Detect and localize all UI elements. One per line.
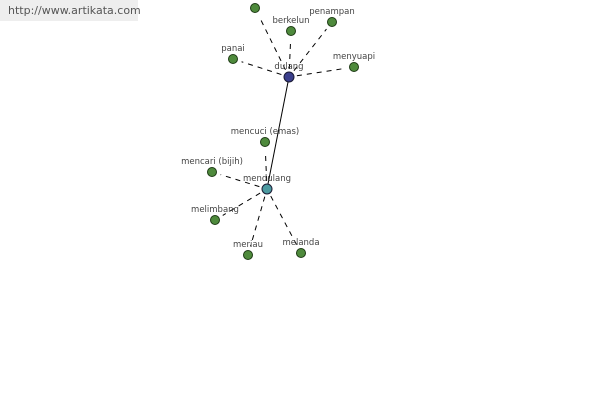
edge-meriau xyxy=(250,196,266,247)
hub-node-mendulang[interactable] xyxy=(261,183,273,195)
site-url-banner[interactable]: http://www.artikata.com xyxy=(0,0,141,21)
node-meriau[interactable] xyxy=(243,250,253,260)
node-label-menyuapi[interactable]: menyuapi xyxy=(333,52,375,62)
node-label-meriau[interactable]: meriau xyxy=(233,240,263,250)
edge-menyuapi xyxy=(296,67,346,77)
node-melimbang[interactable] xyxy=(210,215,220,225)
edge-hub xyxy=(266,76,290,190)
node-menyuapi[interactable] xyxy=(349,62,359,72)
edge-mencari xyxy=(220,174,260,188)
node-label-penampan[interactable]: penampan xyxy=(309,7,355,17)
edge-penampan xyxy=(293,28,327,72)
node-penampan[interactable] xyxy=(327,17,337,27)
node-mencari[interactable] xyxy=(207,167,217,177)
node-mencuci[interactable] xyxy=(260,137,270,147)
node-berkelun[interactable] xyxy=(286,26,296,36)
node-panai[interactable] xyxy=(228,54,238,64)
hub-label-dulang[interactable]: dulang xyxy=(274,62,303,72)
hub-node-dulang[interactable] xyxy=(283,71,295,83)
node-label-berkelun[interactable]: berkelun xyxy=(272,16,309,26)
node-label-panai[interactable]: panai xyxy=(221,44,245,54)
node-label-melimbang[interactable]: melimbang xyxy=(191,205,239,215)
node-label-melanda[interactable]: melanda xyxy=(282,238,319,248)
node-top[interactable] xyxy=(250,3,260,13)
hub-label-mendulang[interactable]: mendulang xyxy=(243,174,291,184)
node-label-mencuci[interactable]: mencuci (emas) xyxy=(231,127,299,137)
edge-panai xyxy=(241,61,282,76)
node-label-mencari[interactable]: mencari (bijih) xyxy=(181,157,243,167)
edge-melimbang xyxy=(222,192,261,216)
edge-berkelun xyxy=(288,39,292,70)
node-melanda[interactable] xyxy=(296,248,306,258)
